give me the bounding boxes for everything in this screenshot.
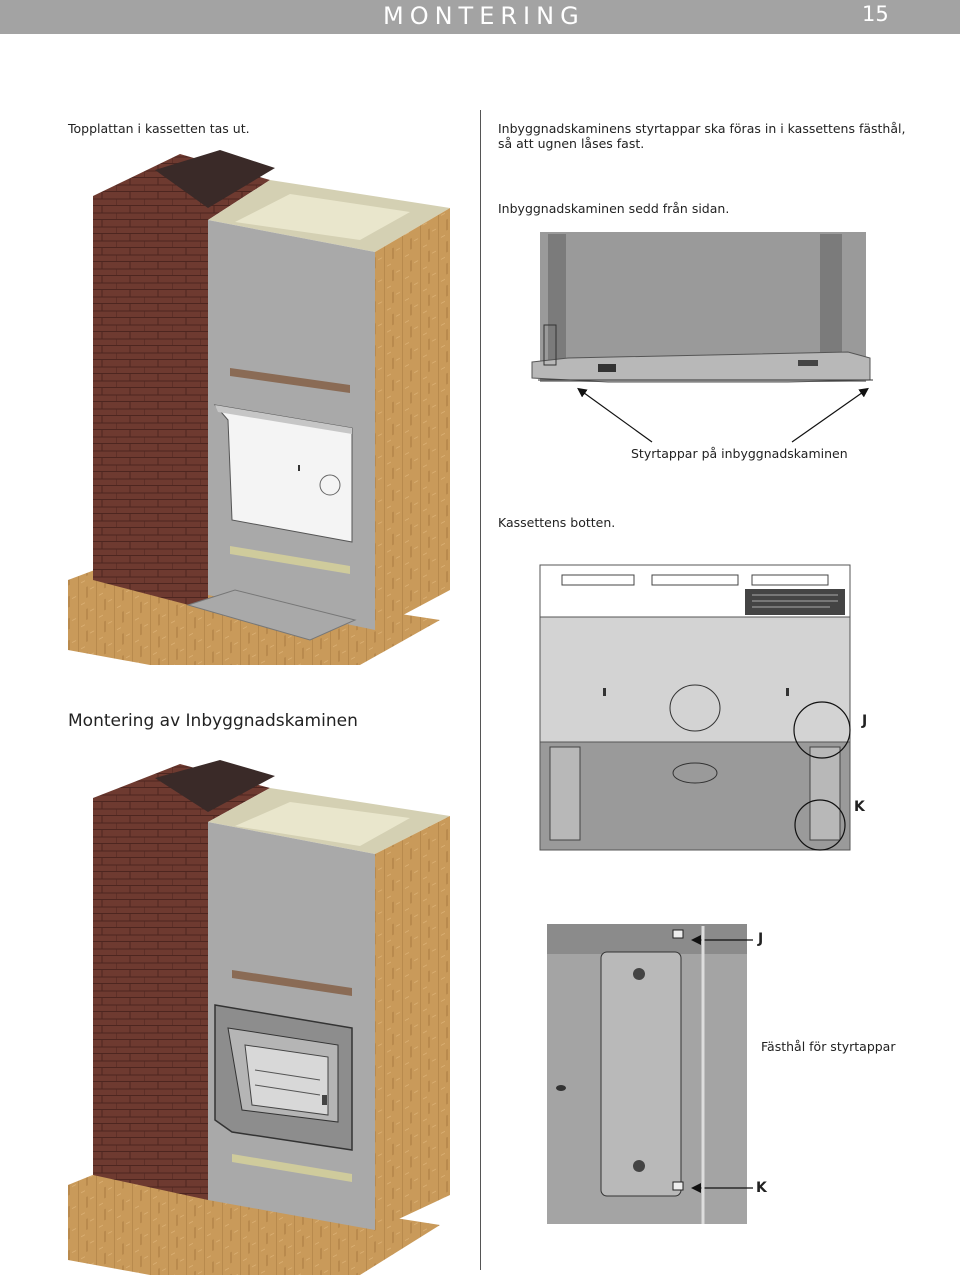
- illustration-insert-mounted: [68, 760, 450, 1275]
- caption-guide-pins: Styrtappar på inbyggnadskaminen: [631, 446, 848, 461]
- marker-j-bottom-view: J: [862, 713, 868, 729]
- caption-cassette-bottom: Kassettens botten.: [498, 515, 616, 530]
- arrows-guide-pins: [577, 387, 869, 443]
- illustration-detail-holes: [547, 924, 753, 1224]
- section-heading: Montering av Inbyggnadskaminen: [68, 711, 358, 731]
- caption-insert-pins: Inbyggnadskaminens styrtappar ska föras …: [498, 121, 906, 151]
- caption-side-view: Inbyggnadskaminen sedd från sidan.: [498, 201, 730, 216]
- illustration-side-view: [531, 232, 873, 383]
- marker-j-detail: J: [758, 931, 764, 947]
- illustration-cassette-bottom: [539, 564, 851, 851]
- marker-k-detail: K: [756, 1180, 767, 1196]
- marker-k-bottom-view: K: [854, 799, 865, 815]
- illustration-cassette-open: [68, 150, 450, 665]
- header-title: MONTERING: [383, 2, 585, 30]
- page-number: 15: [862, 2, 889, 26]
- caption-fixing-holes: Fästhål för styrtappar: [761, 1039, 896, 1054]
- caption-remove-top-plate: Topplattan i kassetten tas ut.: [68, 121, 250, 136]
- column-divider: [480, 110, 481, 1270]
- page-header: MONTERING 15: [0, 0, 960, 34]
